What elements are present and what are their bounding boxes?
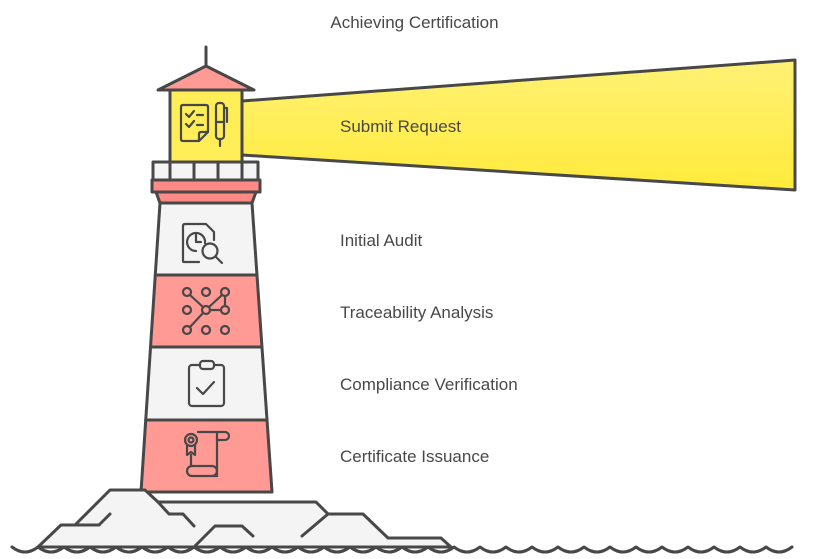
diagram-title: Achieving Certification (330, 13, 499, 32)
tower-flare (154, 190, 258, 205)
light-beam (240, 58, 797, 192)
checklist-pen-icon (179, 101, 229, 148)
step-label-traceability-analysis: Traceability Analysis (340, 303, 494, 322)
clipboard-check-icon (187, 359, 226, 408)
step-label-certificate-issuance: Certificate Issuance (340, 447, 490, 466)
tower-band-compliance-verification (144, 345, 269, 422)
tower (139, 201, 274, 494)
balcony-band (150, 178, 262, 194)
step-label-initial-audit: Initial Audit (340, 231, 423, 250)
step-label-submit-request: Submit Request (340, 117, 461, 136)
rocks (36, 488, 453, 549)
tower-band-certificate-issuance (139, 418, 274, 494)
step-label-compliance-verification: Compliance Verification (340, 375, 518, 394)
lantern-roof (156, 64, 256, 92)
gallery-rail (151, 160, 260, 183)
network-nodes-icon (181, 286, 231, 336)
certificate-scroll-icon (183, 430, 231, 478)
document-clock-search-icon (181, 222, 224, 265)
sea-waves (10, 545, 794, 554)
tower-band-initial-audit (153, 201, 259, 277)
tower-band-traceability-analysis (149, 273, 264, 349)
